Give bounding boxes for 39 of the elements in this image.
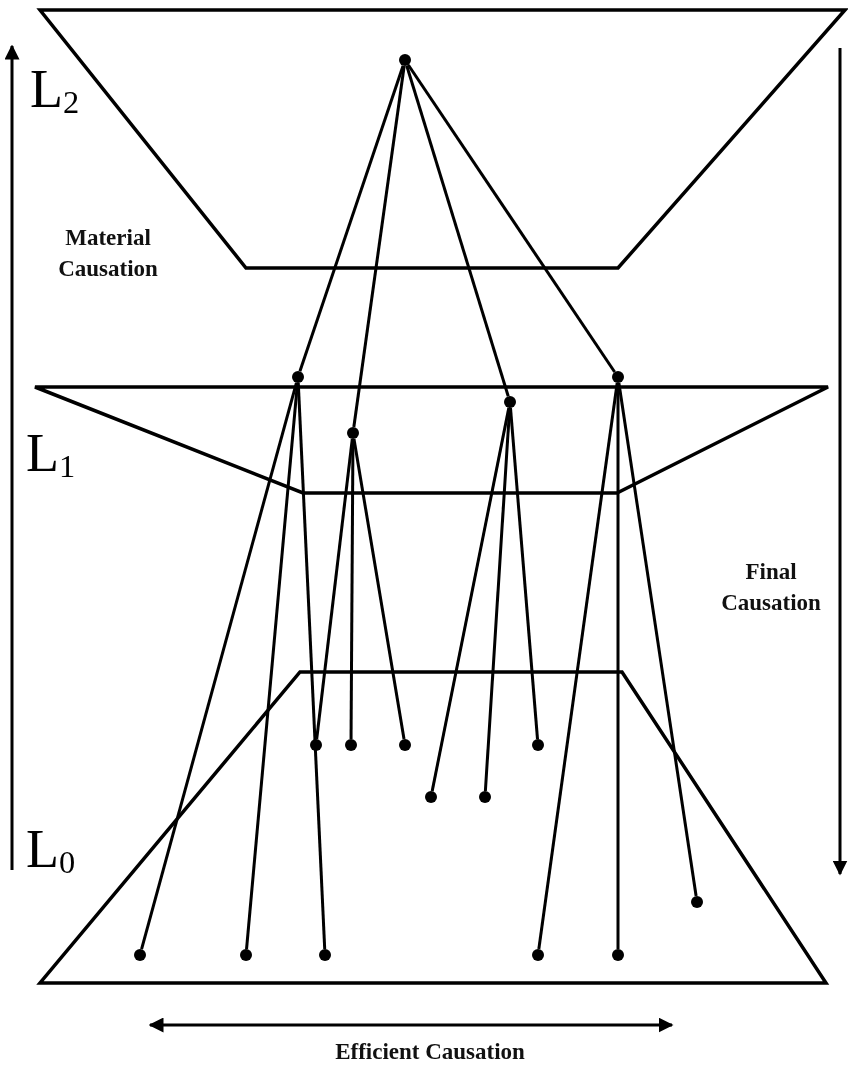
node-dot — [612, 949, 624, 961]
node-dot — [425, 791, 437, 803]
node-dot — [134, 949, 146, 961]
connector-line — [140, 382, 298, 950]
node-dot — [347, 427, 359, 439]
connector-line — [509, 407, 539, 740]
level-label: L$_{2}$ — [30, 62, 80, 119]
node-dot — [399, 54, 411, 66]
causation-label: Efficient Causation — [334, 1038, 526, 1066]
connector-line — [315, 438, 354, 740]
causation-label: Material Causation — [57, 224, 159, 283]
connector-line — [537, 382, 619, 950]
causation-label: Final Causation — [720, 558, 822, 617]
connector-line — [483, 407, 512, 792]
connector-line — [430, 407, 511, 792]
node-dot — [240, 949, 252, 961]
node-dot — [532, 739, 544, 751]
connector-line — [405, 65, 510, 397]
node-dot — [691, 896, 703, 908]
connector-line — [617, 382, 698, 897]
connector-line — [298, 65, 405, 372]
node-dot — [399, 739, 411, 751]
level-label: L$_{0}$ — [26, 822, 76, 879]
node-dot — [292, 371, 304, 383]
connector-line — [296, 382, 327, 950]
connector-line — [616, 383, 620, 949]
connector-line — [407, 64, 616, 373]
connector-line — [349, 439, 355, 739]
node-dot — [532, 949, 544, 961]
level-label: L$_{1}$ — [26, 426, 76, 483]
node-dot — [612, 371, 624, 383]
connector-line — [245, 382, 299, 950]
node-dot — [310, 739, 322, 751]
node-dot — [345, 739, 357, 751]
node-dot — [479, 791, 491, 803]
connector-line — [352, 65, 406, 428]
connector-line — [352, 438, 406, 740]
node-dot — [504, 396, 516, 408]
node-dot — [319, 949, 331, 961]
